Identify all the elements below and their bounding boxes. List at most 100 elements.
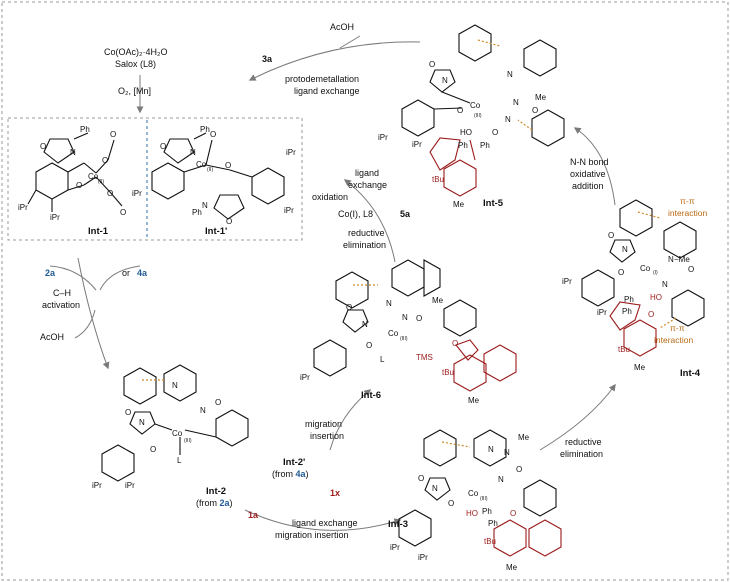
svg-text:Ph: Ph xyxy=(482,507,492,516)
arrow-ligand-exchange-bottom xyxy=(244,509,402,531)
int6-structure: N O Co (III) N O O N Me L TMS O iPr tBu … xyxy=(300,259,517,405)
int2p-label: Int-2' xyxy=(283,457,305,468)
svg-text:Ph: Ph xyxy=(622,307,632,316)
arrow-acoh-out xyxy=(339,35,361,49)
pi-bottom: π-π xyxy=(670,323,685,333)
svg-text:O: O xyxy=(516,465,522,474)
svg-text:O: O xyxy=(210,130,216,139)
svg-text:N: N xyxy=(139,418,145,427)
interaction-top: interaction xyxy=(668,208,707,218)
svg-text:N: N xyxy=(498,475,504,484)
int4-label: Int-4 xyxy=(680,368,701,379)
middle-oxidation: oxidation xyxy=(312,192,348,202)
svg-text:(II): (II) xyxy=(98,179,104,185)
pi-top: π-π xyxy=(680,196,695,206)
svg-text:Ph: Ph xyxy=(200,125,210,134)
svg-text:Me: Me xyxy=(535,93,547,102)
svg-text:iPr: iPr xyxy=(412,140,422,149)
svg-text:tBu: tBu xyxy=(618,345,630,354)
svg-text:Co: Co xyxy=(196,160,207,169)
reagent-3a: 3a xyxy=(262,54,273,64)
svg-text:HO: HO xyxy=(650,293,662,302)
svg-text:O: O xyxy=(107,189,113,198)
int6-label: Int-6 xyxy=(361,390,381,401)
svg-text:Ph: Ph xyxy=(480,141,490,150)
svg-text:N: N xyxy=(668,255,674,264)
reagent-2a: 2a xyxy=(45,268,56,278)
svg-text:N: N xyxy=(442,76,448,85)
svg-text:O: O xyxy=(110,130,116,139)
svg-text:O: O xyxy=(366,341,372,350)
svg-text:O: O xyxy=(418,474,424,483)
svg-text:L: L xyxy=(380,355,385,364)
int1p-structure: N O Ph Co (II) O O N Ph O iPr iPr iPr xyxy=(132,125,296,226)
svg-text:Me: Me xyxy=(518,433,530,442)
insertion-label: insertion xyxy=(310,431,344,441)
middle-elimination: elimination xyxy=(343,240,386,250)
svg-text:iPr: iPr xyxy=(50,213,60,222)
interaction-bottom: interaction xyxy=(654,335,693,345)
svg-text:(II): (II) xyxy=(207,167,213,173)
svg-text:iPr: iPr xyxy=(284,206,294,215)
int4-structure: N O Co (I) O N −Me N O HO Ph Ph O iPr iP… xyxy=(562,199,705,372)
ch-label: C–H xyxy=(53,288,71,298)
svg-text:N: N xyxy=(622,245,628,254)
svg-text:O: O xyxy=(215,398,221,407)
from-4a: (from 4a) xyxy=(272,469,309,479)
middle-co-reagent: Co(I), L8 xyxy=(338,209,373,219)
reagent-1a: 1a xyxy=(248,510,259,520)
right-reductive: reductive xyxy=(565,437,602,447)
svg-text:tBu: tBu xyxy=(484,537,496,546)
svg-text:Me: Me xyxy=(506,563,518,572)
svg-text:Ph: Ph xyxy=(192,208,202,217)
svg-text:Co: Co xyxy=(172,429,183,438)
svg-text:iPr: iPr xyxy=(18,203,28,212)
svg-text:iPr: iPr xyxy=(390,543,400,552)
middle-ligand: ligand xyxy=(355,168,379,178)
svg-text:(I): (I) xyxy=(653,270,658,276)
svg-text:iPr: iPr xyxy=(132,189,142,198)
int2-structure: N N O Co (III) N O O L iPr iPr xyxy=(92,364,249,490)
acoh-top: AcOH xyxy=(330,22,354,32)
svg-text:O: O xyxy=(346,303,352,312)
svg-text:iPr: iPr xyxy=(300,373,310,382)
arrow-acoh-left-out xyxy=(74,309,96,339)
svg-text:(III): (III) xyxy=(480,496,488,502)
svg-text:N: N xyxy=(504,448,510,457)
int5-structure: Co (III) N O N N Me O N O HO Ph Ph O iPr… xyxy=(378,24,565,209)
migration-label: migration xyxy=(305,419,342,429)
svg-text:N: N xyxy=(172,381,178,390)
svg-text:O: O xyxy=(160,142,166,151)
int3-structure: N N Me N O Co (III) N O O HO Ph Ph O iPr… xyxy=(390,429,562,572)
arrow-ch-activation xyxy=(77,257,110,370)
svg-text:Ph: Ph xyxy=(624,295,634,304)
from-2a: (from 2a) xyxy=(196,498,233,508)
svg-text:O: O xyxy=(688,265,694,274)
reagent-co-oac: Co(OAc)₂·4H₂O xyxy=(104,47,168,57)
int1-box xyxy=(7,117,303,241)
svg-text:O: O xyxy=(448,499,454,508)
svg-text:−Me: −Me xyxy=(674,255,690,264)
arrow-4a-in xyxy=(99,265,141,291)
step-ligand-exchange-top: ligand exchange xyxy=(294,86,360,96)
oxidative-label: oxidative xyxy=(570,169,606,179)
svg-text:iPr: iPr xyxy=(562,277,572,286)
svg-text:N: N xyxy=(362,320,368,329)
arrow-2a-in xyxy=(49,265,97,291)
svg-text:O: O xyxy=(120,208,126,217)
svg-text:O: O xyxy=(416,314,422,323)
int3-label: Int-3 xyxy=(388,519,408,530)
svg-text:(III): (III) xyxy=(400,336,408,342)
nn-bond-label: N-N bond xyxy=(570,157,609,167)
arrow-oxidative-addition xyxy=(573,127,616,206)
acoh-left: AcOH xyxy=(40,332,64,342)
svg-text:O: O xyxy=(102,156,108,165)
svg-text:HO: HO xyxy=(460,128,472,137)
arrow-migration-insertion xyxy=(329,389,372,451)
int2-label: Int-2 xyxy=(206,486,226,497)
svg-text:O: O xyxy=(76,181,82,190)
svg-text:N: N xyxy=(662,280,668,289)
svg-text:iPr: iPr xyxy=(92,481,102,490)
reagent-4a: 4a xyxy=(137,268,148,278)
